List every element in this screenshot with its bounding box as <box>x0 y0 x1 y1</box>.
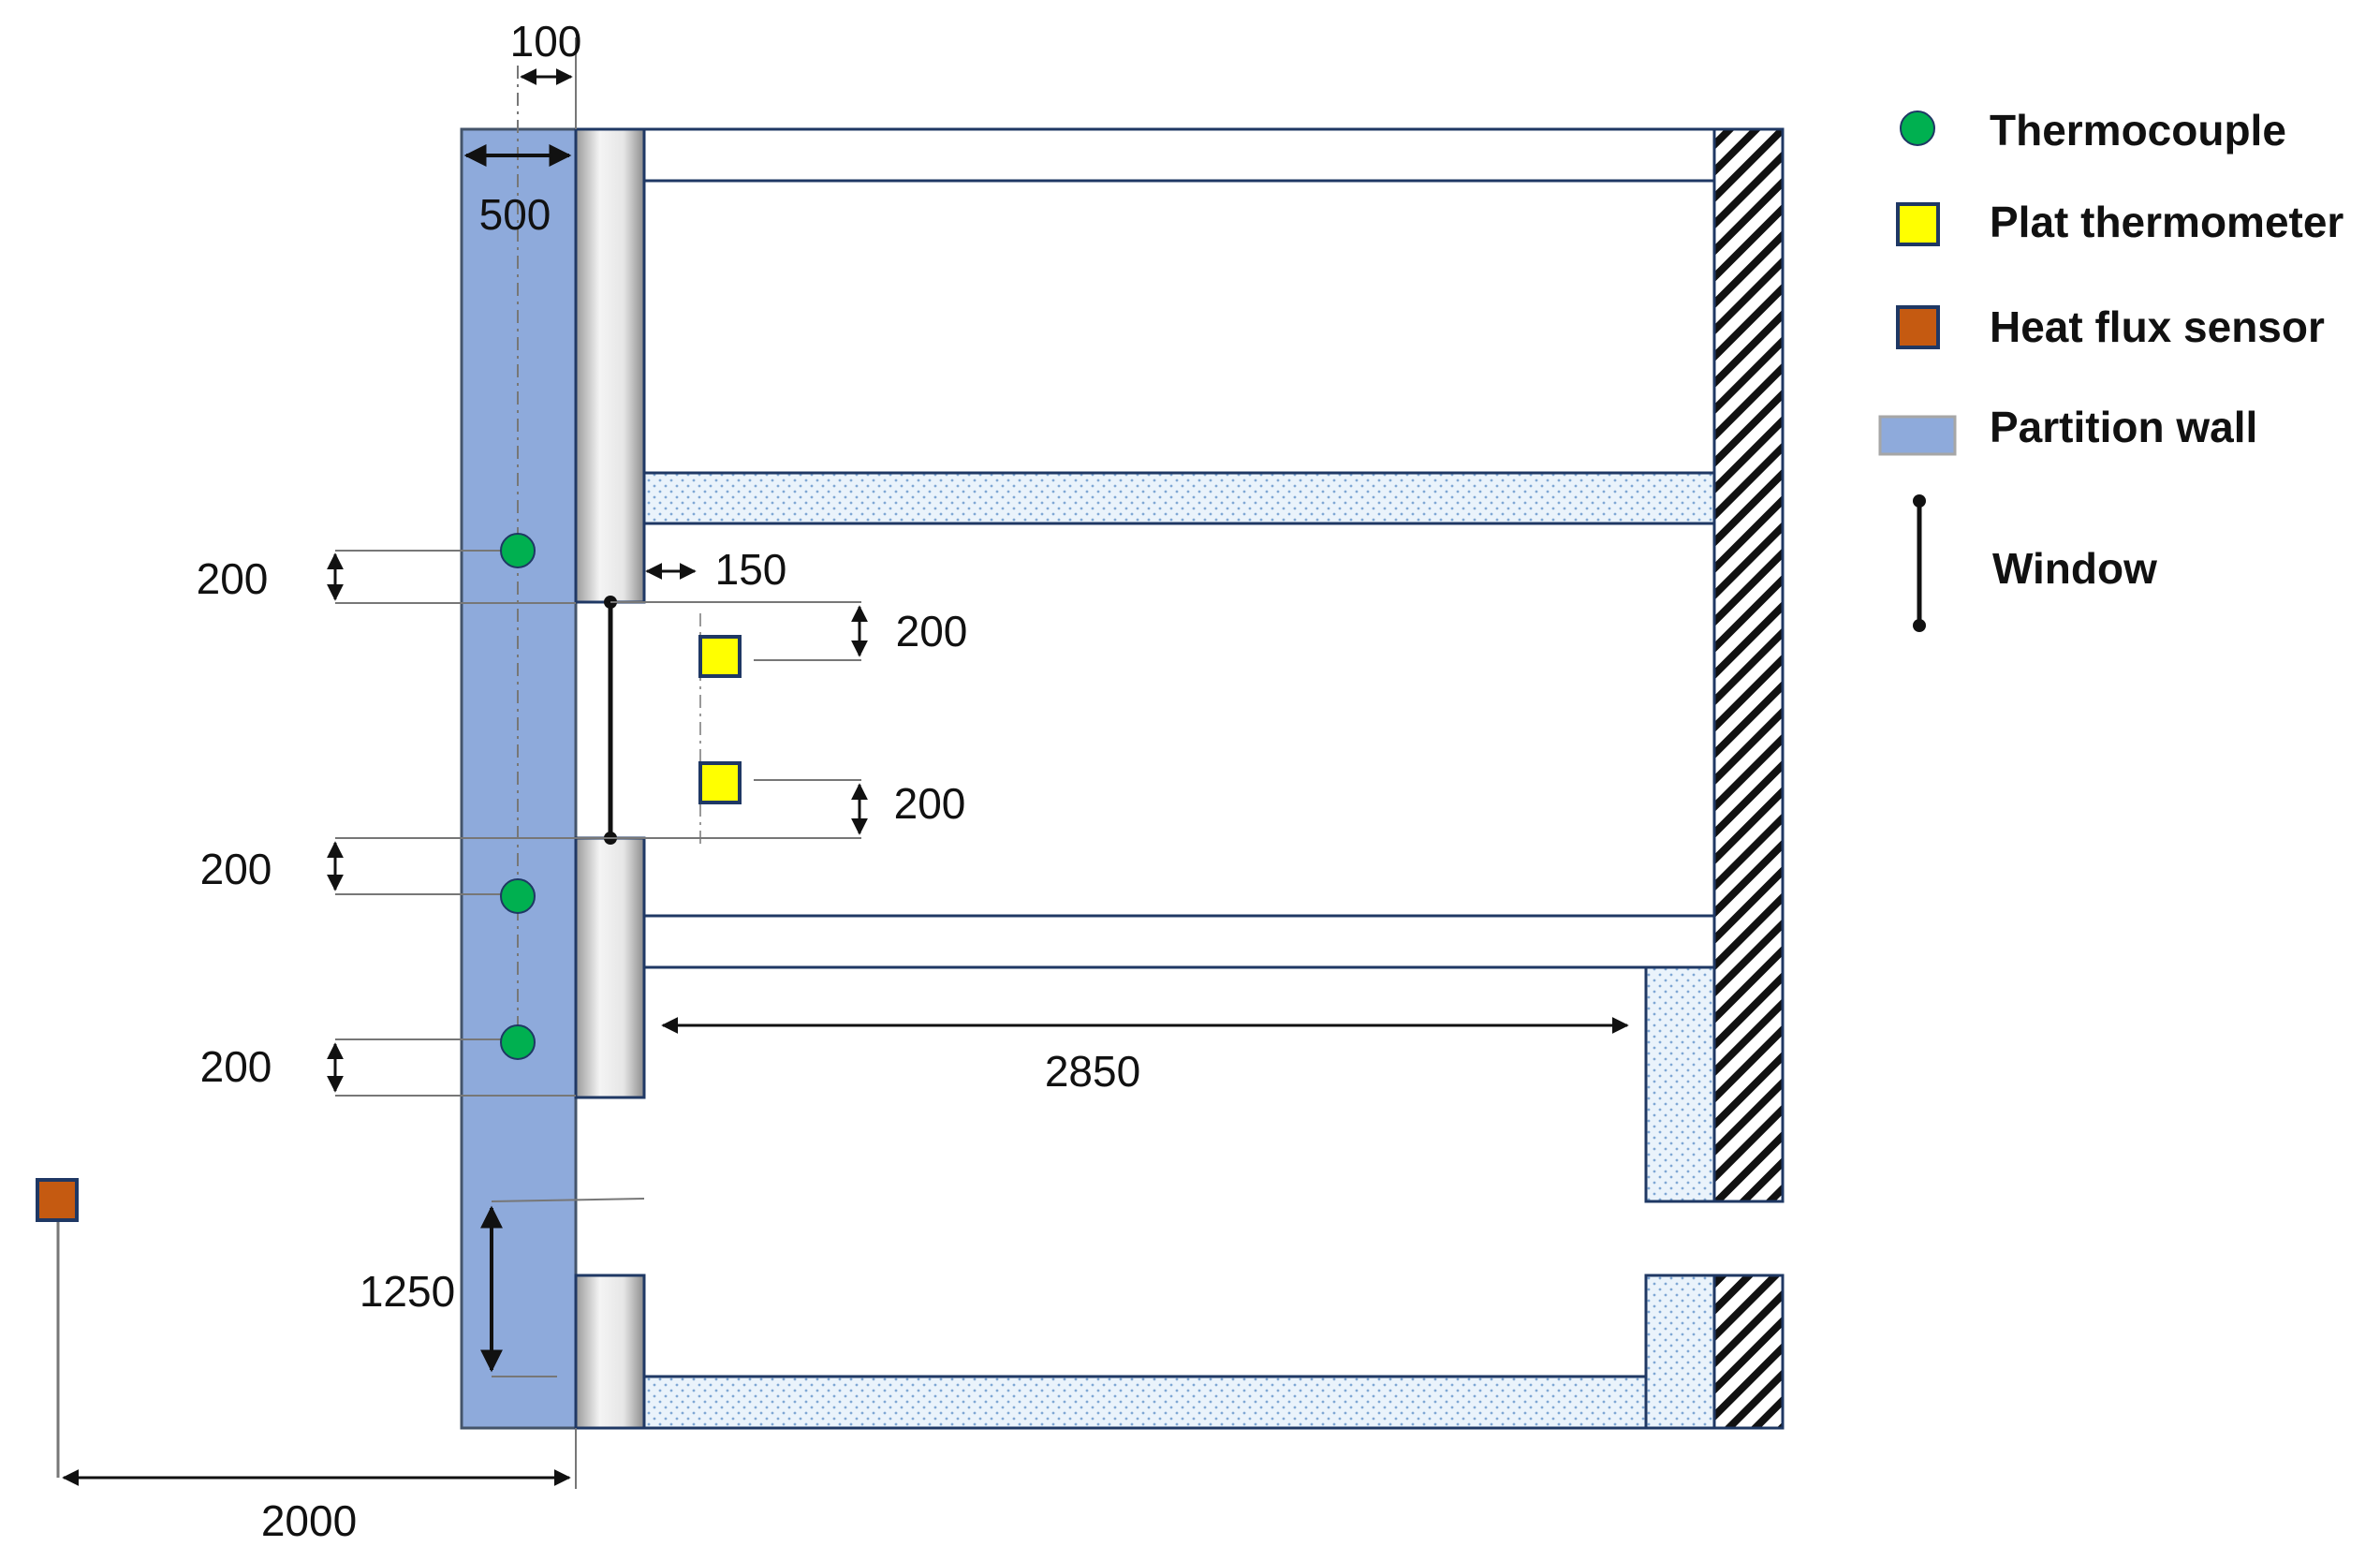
legend-heat-flux-label: Heat flux sensor <box>1990 302 2325 351</box>
legend-partition-wall-icon <box>1878 415 1957 456</box>
legend-window-label: Window <box>1992 544 2157 593</box>
legend-thermocouple-label: Thermocouple <box>1990 106 2286 155</box>
column-top <box>574 127 646 604</box>
thermocouple-1 <box>500 533 536 568</box>
dim-2000-label: 2000 <box>261 1496 357 1545</box>
plat-thermometer-2 <box>698 761 742 804</box>
heat-flux-sensor <box>36 1178 79 1222</box>
dim-1250-ext-top <box>491 1198 645 1202</box>
legend-window-end-top <box>1913 494 1926 508</box>
dim-150-label: 150 <box>715 545 787 594</box>
insulated-slab-upper <box>642 471 1716 525</box>
legend-plat-thermometer-label: Plat thermometer <box>1990 198 2343 246</box>
plat-thermometer-1 <box>698 635 742 678</box>
dim-200-tc2-label: 200 <box>200 845 272 893</box>
dim-1250-label: 1250 <box>360 1267 455 1316</box>
dim-200-pt2-label: 200 <box>894 779 966 828</box>
legend-thermocouple-icon <box>1900 110 1935 146</box>
legend-partition-wall-label: Partition wall <box>1990 403 2257 451</box>
insulated-slab-bottom <box>642 1375 1648 1430</box>
dim-100-label: 100 <box>510 17 582 66</box>
legend-window-end-bottom <box>1913 619 1926 632</box>
thermocouple-2 <box>500 878 536 914</box>
middle-beam <box>642 914 1716 969</box>
dim-2850-label: 2850 <box>1045 1047 1140 1096</box>
dim-200-tc1-label: 200 <box>197 554 269 603</box>
dim-200-tc3-label: 200 <box>200 1042 272 1091</box>
hatched-wall-lower <box>1712 1274 1785 1430</box>
insulated-block-right-upper <box>1644 965 1716 1203</box>
hatched-wall-upper <box>1712 127 1785 1203</box>
legend-heat-flux-icon <box>1896 305 1940 349</box>
insulated-block-right-lower <box>1644 1274 1716 1430</box>
dim-200-pt1-label: 200 <box>896 607 968 655</box>
legend: Thermocouple Plat thermometer Heat flux … <box>1878 106 2343 632</box>
thermocouple-3 <box>500 1024 536 1060</box>
dim-500-label: 500 <box>479 190 551 239</box>
top-beam <box>642 127 1716 183</box>
column-middle <box>574 836 646 1099</box>
column-bottom <box>574 1274 646 1430</box>
legend-plat-thermometer-icon <box>1896 202 1940 246</box>
